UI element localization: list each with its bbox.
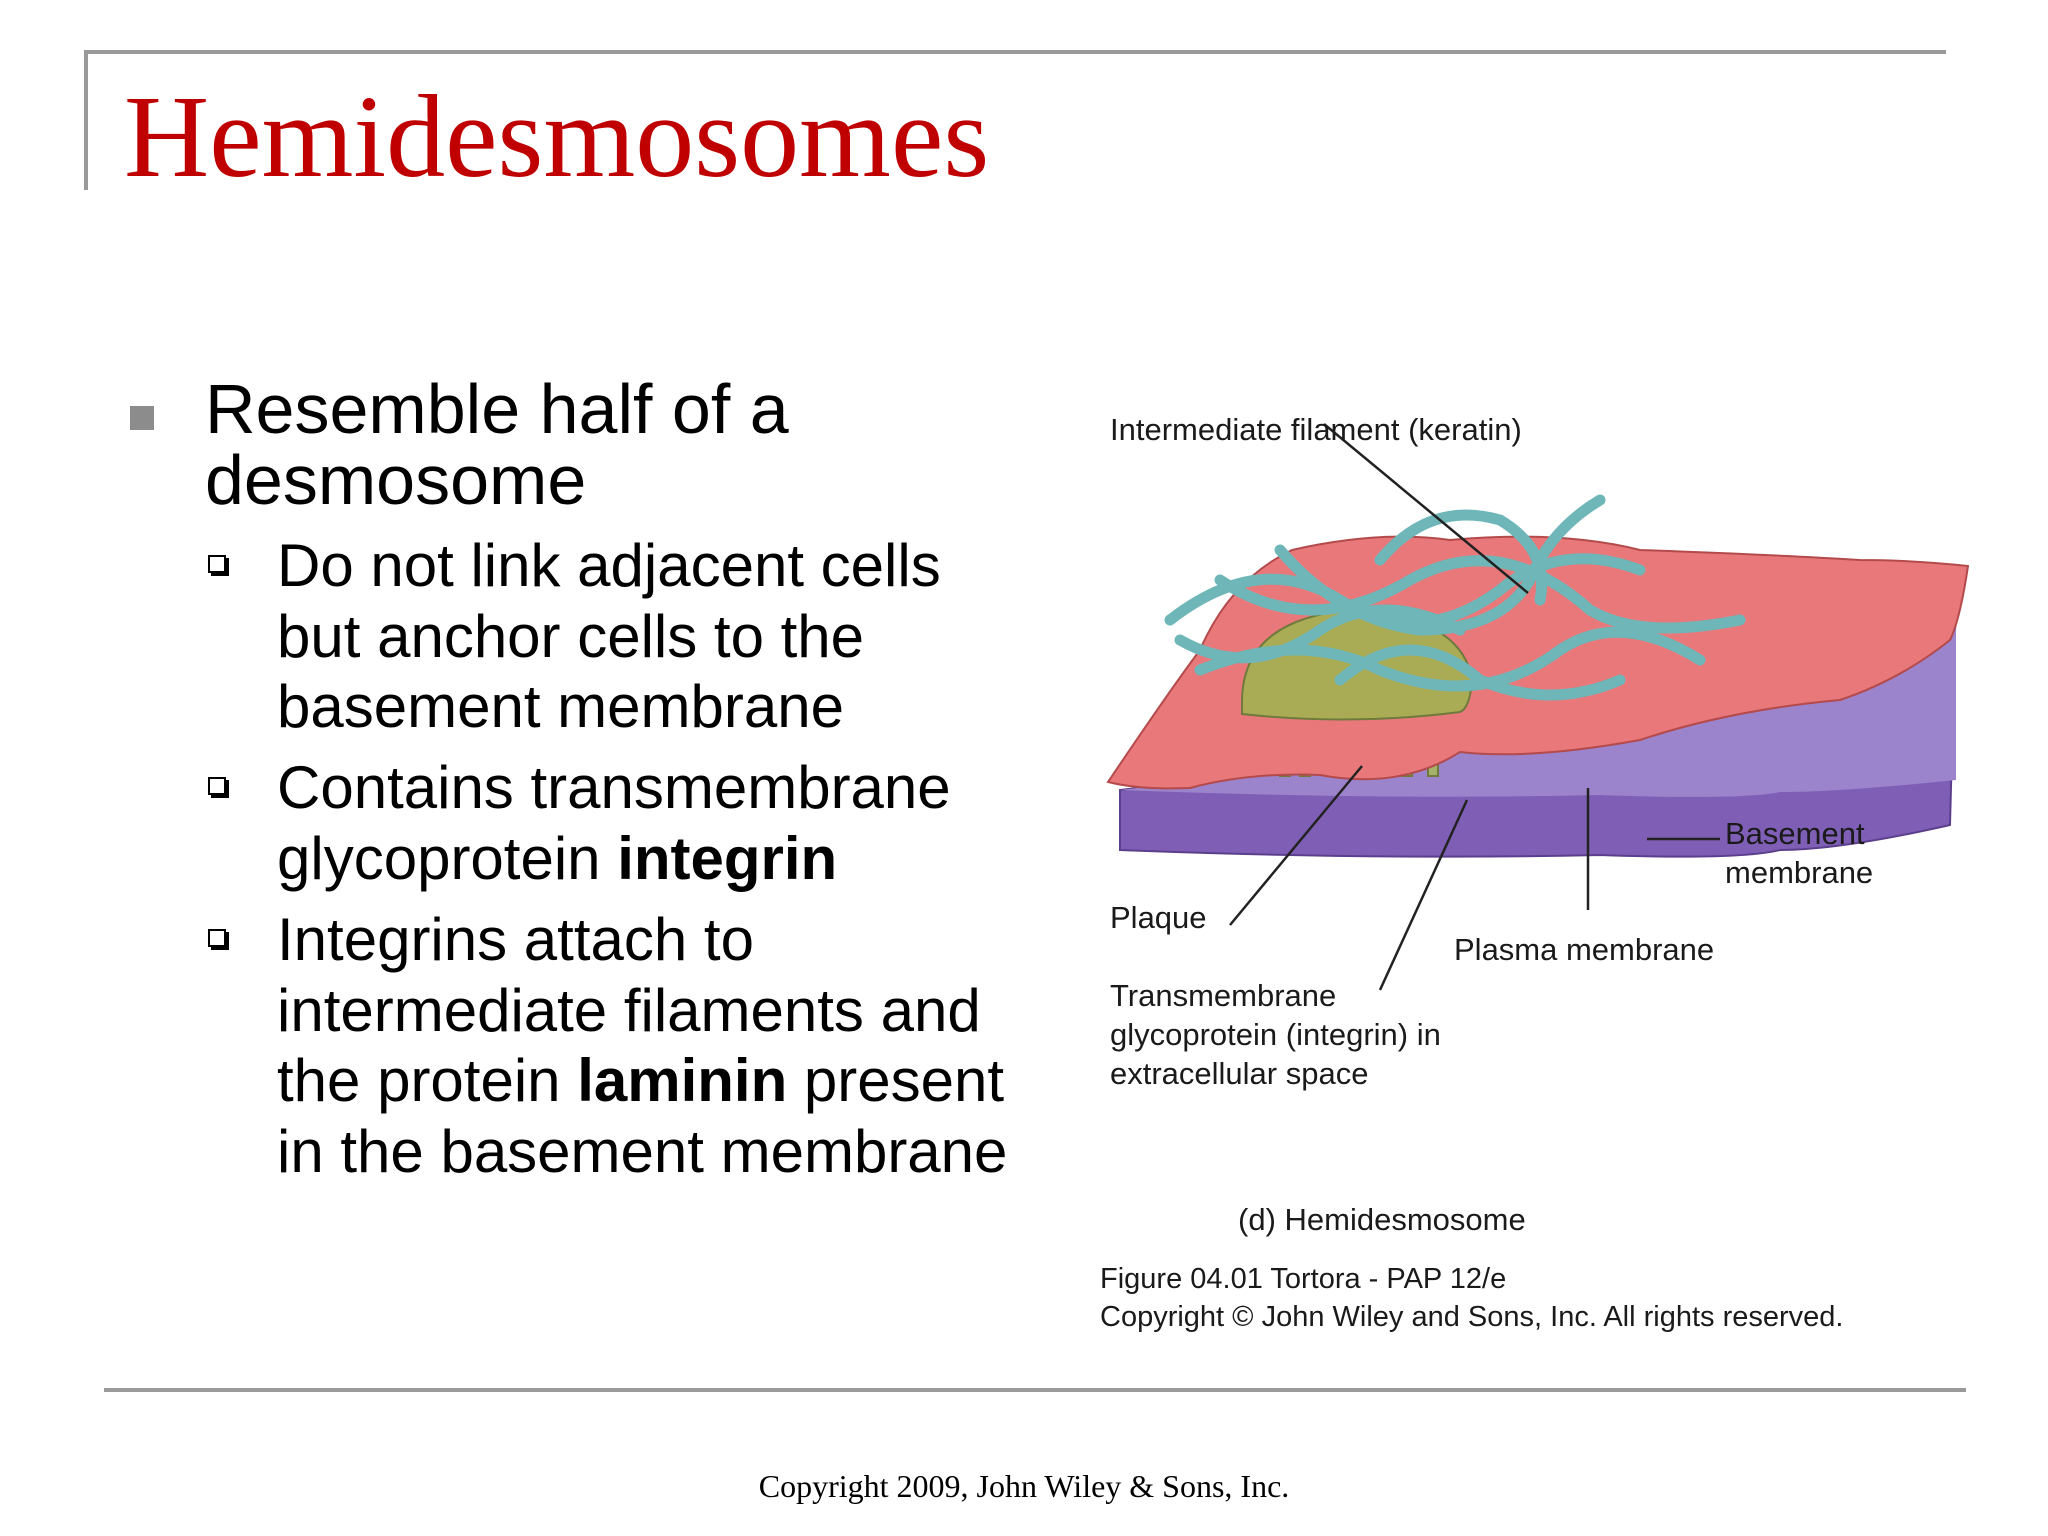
box-bullet-icon [208, 777, 226, 796]
sub-bullet-2-text: Contains transmembrane glycoprotein [277, 754, 951, 892]
leader-lines [1229, 423, 1720, 991]
figure-credit-line-1: Figure 04.01 Tortora - PAP 12/e [1100, 1263, 1507, 1295]
basement-membrane-top [1120, 595, 1956, 797]
sub-bullet-1-text: Do not link adjacent cells but anchor ce… [277, 531, 941, 741]
box-bullet-icon [208, 554, 226, 573]
sub-bullet-3-text-a: Integrins attach to intermediate filamen… [277, 905, 981, 1115]
sub-bullet-2: Contains transmembrane glycoprotein inte… [125, 753, 1025, 895]
sub-bullet-3: Integrins attach to intermediate filamen… [125, 905, 1025, 1188]
footer-copyright: Copyright 2009, John Wiley & Sons, Inc. [758, 1468, 1290, 1504]
integrin-term: integrin [617, 824, 838, 892]
slide-body: Resemble half of a desmosome Do not link… [125, 373, 1025, 1198]
label-basement-membrane: Basement membrane [1725, 816, 1874, 891]
sub-bullet-list: Do not link adjacent cells but anchor ce… [125, 531, 1025, 1188]
hemidesmosome-figure: Intermediate filament (keratin) Plaque T… [1080, 380, 1980, 1360]
box-bullet-icon [208, 928, 226, 947]
sub-bullet-1: Do not link adjacent cells but anchor ce… [125, 531, 1025, 743]
square-bullet-icon [130, 406, 154, 430]
label-plaque: Plaque [1110, 900, 1207, 935]
sub-bullet-3-text-b: present in the basement membrane [277, 1047, 1008, 1186]
figure-caption: (d) Hemidesmosome [1238, 1202, 1526, 1237]
frame-left-rule [84, 50, 88, 190]
main-bullet-text: Resemble half of a desmosome [205, 370, 789, 520]
hemidesmosome-illustration [1106, 423, 1970, 991]
frame-top-rule [84, 50, 1946, 54]
footer-rule [104, 1388, 1966, 1392]
figure-credit-line-2: Copyright © John Wiley and Sons, Inc. Al… [1100, 1301, 1844, 1333]
keratin-filaments [1164, 494, 1746, 701]
slide-title: Hemidesmosomes [124, 71, 990, 202]
label-transmembrane-glycoprotein: Transmembrane glycoprotein (integrin) in… [1110, 978, 1441, 1092]
label-plasma-membrane: Plasma membrane [1454, 932, 1715, 967]
label-intermediate-filament: Intermediate filament (keratin) [1110, 412, 1522, 447]
main-bullet: Resemble half of a desmosome [125, 373, 1025, 517]
laminin-term: laminin [577, 1047, 788, 1115]
